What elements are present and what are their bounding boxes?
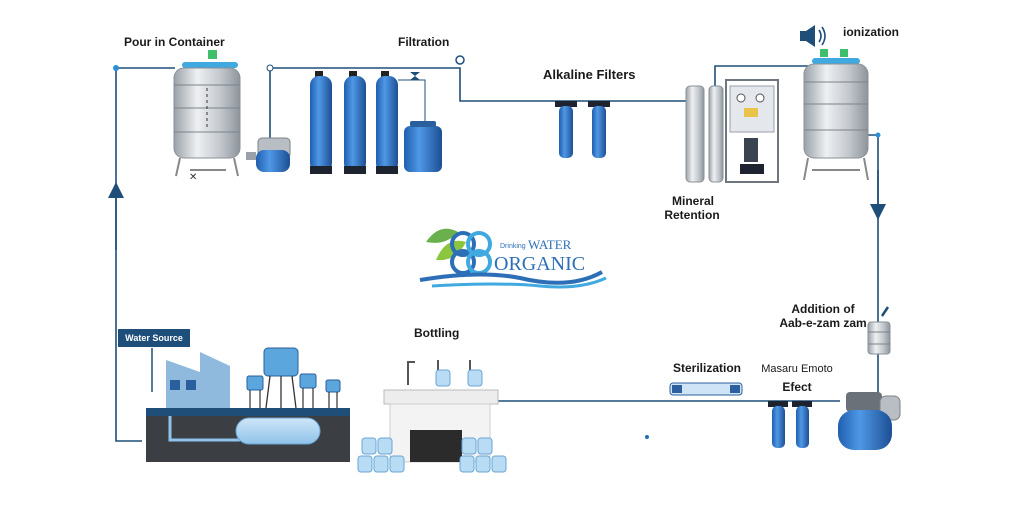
label-water-source: Water Source [118, 329, 190, 347]
organic-water-logo: Drinking WATER ORGANIC [419, 228, 607, 289]
label-sterilization: Sterilization [673, 361, 742, 375]
pipe-right-down [868, 134, 879, 395]
label-alkaline-filters: Alkaline Filters [543, 67, 636, 82]
label-addition-line2: Aab-e-zam zam [779, 316, 867, 330]
label-addition-line1: Addition of [791, 302, 855, 316]
logo-drinking: Drinking [500, 243, 526, 250]
pipe-ro-to-tank [714, 65, 815, 90]
svg-text:✕: ✕ [189, 172, 197, 183]
label-ionization: ionization [843, 25, 899, 39]
mineral-retention-unit [685, 79, 779, 183]
zamzam-dosing-vessel [867, 306, 891, 355]
uv-sterilizer [669, 382, 743, 396]
alkaline-filter-housings [555, 101, 610, 158]
label-mineral-retention-line2: Retention [664, 208, 720, 222]
bottling-station [357, 360, 507, 473]
water-source-scene [146, 347, 350, 462]
ionization-tank [803, 49, 869, 181]
label-pour-in-container: Pour in Container [124, 35, 225, 49]
pipe-filtration [269, 67, 690, 145]
booster-pump [246, 137, 291, 172]
filtration-columns [310, 71, 442, 174]
label-masaru-line2: Efect [782, 380, 812, 394]
label-masaru-line1: Masaru Emoto [761, 363, 833, 375]
pipe-left-return [115, 67, 175, 442]
label-mineral-retention-line1: Mineral [672, 194, 715, 208]
speaker-icon [800, 25, 826, 47]
masaru-filter-housings [768, 401, 812, 448]
logo-water: WATER [528, 237, 572, 252]
logo-organic: ORGANIC [494, 253, 585, 275]
pressure-tank [838, 392, 901, 450]
label-bottling: Bottling [414, 326, 460, 340]
label-filtration: Filtration [398, 35, 450, 49]
pour-container-tank: ✕ [173, 50, 241, 183]
